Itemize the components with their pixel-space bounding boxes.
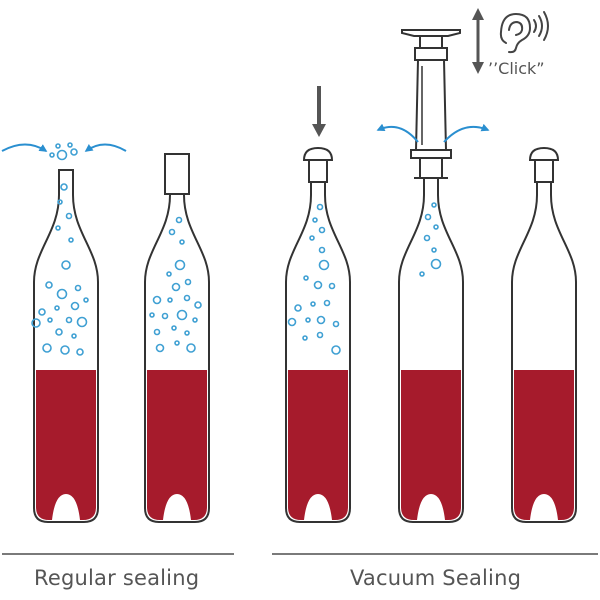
- bottle-regular-corked: [144, 153, 210, 523]
- down-arrow-icon: [312, 86, 326, 137]
- airflow-arrow-icon: [443, 123, 490, 143]
- wine-fill: [36, 370, 96, 520]
- vacuum-sealing-label: Vacuum Sealing: [350, 566, 522, 590]
- click-sound-label: ’’Click”: [488, 59, 545, 78]
- sound-waves-icon: [533, 11, 549, 41]
- airflow-arrow-icon: [84, 143, 127, 152]
- air-bubbles: [287, 203, 341, 355]
- air-bubbles: [419, 202, 442, 277]
- wine-fill: [147, 370, 207, 520]
- bottle-vacuum-pump: [398, 169, 464, 523]
- regular-sealing-label: Regular sealing: [34, 566, 200, 590]
- wine-fill: [401, 370, 461, 520]
- bottle-regular-open: [31, 169, 99, 523]
- escaping-bubbles: [49, 142, 78, 161]
- regular-divider: [2, 553, 234, 555]
- vacuum-divider: [272, 553, 598, 555]
- vacuum-stopper: [302, 146, 334, 183]
- wine-fill: [514, 370, 574, 520]
- vacuum-stopper: [528, 146, 560, 183]
- bottle-vacuum-stopper-inserted: [285, 146, 351, 523]
- air-bubbles: [31, 183, 89, 356]
- air-bubbles: [149, 216, 202, 353]
- airflow-arrow-icon: [376, 123, 419, 143]
- up-down-arrow-icon: [472, 8, 484, 74]
- ear-icon: [499, 12, 532, 54]
- bottle-vacuum-sealed: [511, 146, 577, 523]
- wine-fill: [288, 370, 348, 520]
- vacuum-pump: [401, 29, 461, 179]
- regular-stopper: [164, 153, 190, 195]
- airflow-arrow-icon: [1, 143, 48, 152]
